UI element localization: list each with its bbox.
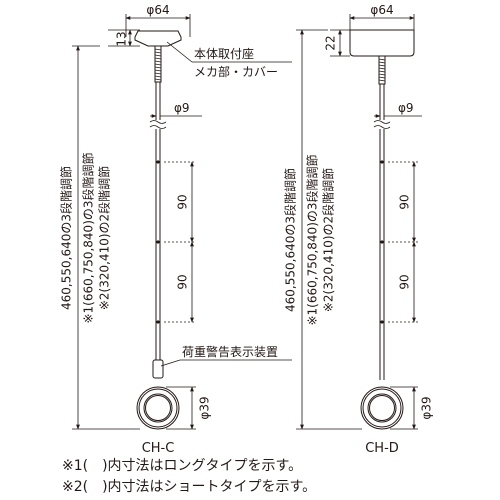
threaded-shaft xyxy=(378,55,386,85)
length-note-long: ※1(660,750,840)の3段階調節 xyxy=(305,154,320,325)
ring-inner-inner xyxy=(369,395,395,421)
mount-height-label: 13 xyxy=(115,31,129,46)
step-upper-label: 90 xyxy=(176,194,190,209)
ring-diameter-label: φ39 xyxy=(198,396,212,419)
pole-diameter-label: φ9 xyxy=(398,101,414,115)
callout-leader-warning xyxy=(160,359,181,367)
model-name: CH-C xyxy=(142,441,175,456)
adjust-hole xyxy=(156,320,160,324)
ring-inner xyxy=(143,393,173,423)
footnotes: ※1( )内寸法はロングタイプを示す。 ※2( )内寸法はショートタイプを示す。 xyxy=(62,456,492,498)
adjust-hole xyxy=(380,160,384,164)
top-diameter-label: φ64 xyxy=(146,3,169,17)
ring-inner xyxy=(367,393,397,423)
adjust-hole xyxy=(380,320,384,324)
adjust-hole xyxy=(156,240,160,244)
step-lower-label: 90 xyxy=(176,274,190,289)
footnote-short-type: ※2( )内寸法はショートタイプを示す。 xyxy=(62,479,317,495)
break-mark xyxy=(149,125,167,129)
ring-inner-inner xyxy=(145,395,171,421)
adjust-hole xyxy=(156,160,160,164)
ring-diameter-label: φ39 xyxy=(420,396,434,419)
model-name: CH-D xyxy=(365,441,399,456)
footnote-long-type: ※1( )内寸法はロングタイプを示す。 xyxy=(62,458,303,474)
ring-outer-inner xyxy=(362,388,402,428)
model-ch-c: φ64 13 本体取付座 メカ部・カバー xyxy=(59,3,292,456)
ring-outer xyxy=(360,386,404,430)
ring-outer xyxy=(136,386,180,430)
break-mark xyxy=(373,120,391,124)
model-ch-d: φ64 22 φ9 xyxy=(283,3,434,456)
callout-warning-label: 荷重警告表示装置 xyxy=(182,344,278,359)
callout-leader-mount xyxy=(166,41,193,63)
mount-body xyxy=(134,30,182,47)
length-note-short: ※2(320,410)の2段階調節 xyxy=(321,168,336,312)
break-mark xyxy=(373,125,391,129)
length-note-long: ※1(660,750,840)の3段階調節 xyxy=(81,152,96,323)
step-lower-label: 90 xyxy=(398,274,412,289)
length-note: 460,550,640の3段階調節 xyxy=(283,168,298,312)
top-diameter-label: φ64 xyxy=(370,3,393,17)
length-note: 460,550,640の3段階調節 xyxy=(59,166,74,310)
pole-diameter-label: φ9 xyxy=(174,101,190,115)
callout-mount-sub-label: メカ部・カバー xyxy=(194,64,278,79)
thread-marks xyxy=(154,48,162,81)
adjust-hole xyxy=(380,240,384,244)
mount-body xyxy=(349,29,415,57)
break-mark xyxy=(149,120,167,124)
load-warning-indicator xyxy=(152,359,164,379)
thread-marks xyxy=(378,58,386,82)
length-note-short: ※2(320,410)の2段階調節 xyxy=(97,166,112,310)
mount-height-label: 22 xyxy=(324,35,338,50)
ring-outer-inner xyxy=(138,388,178,428)
step-upper-label: 90 xyxy=(398,194,412,209)
callout-mount-label: 本体取付座 xyxy=(194,46,254,61)
